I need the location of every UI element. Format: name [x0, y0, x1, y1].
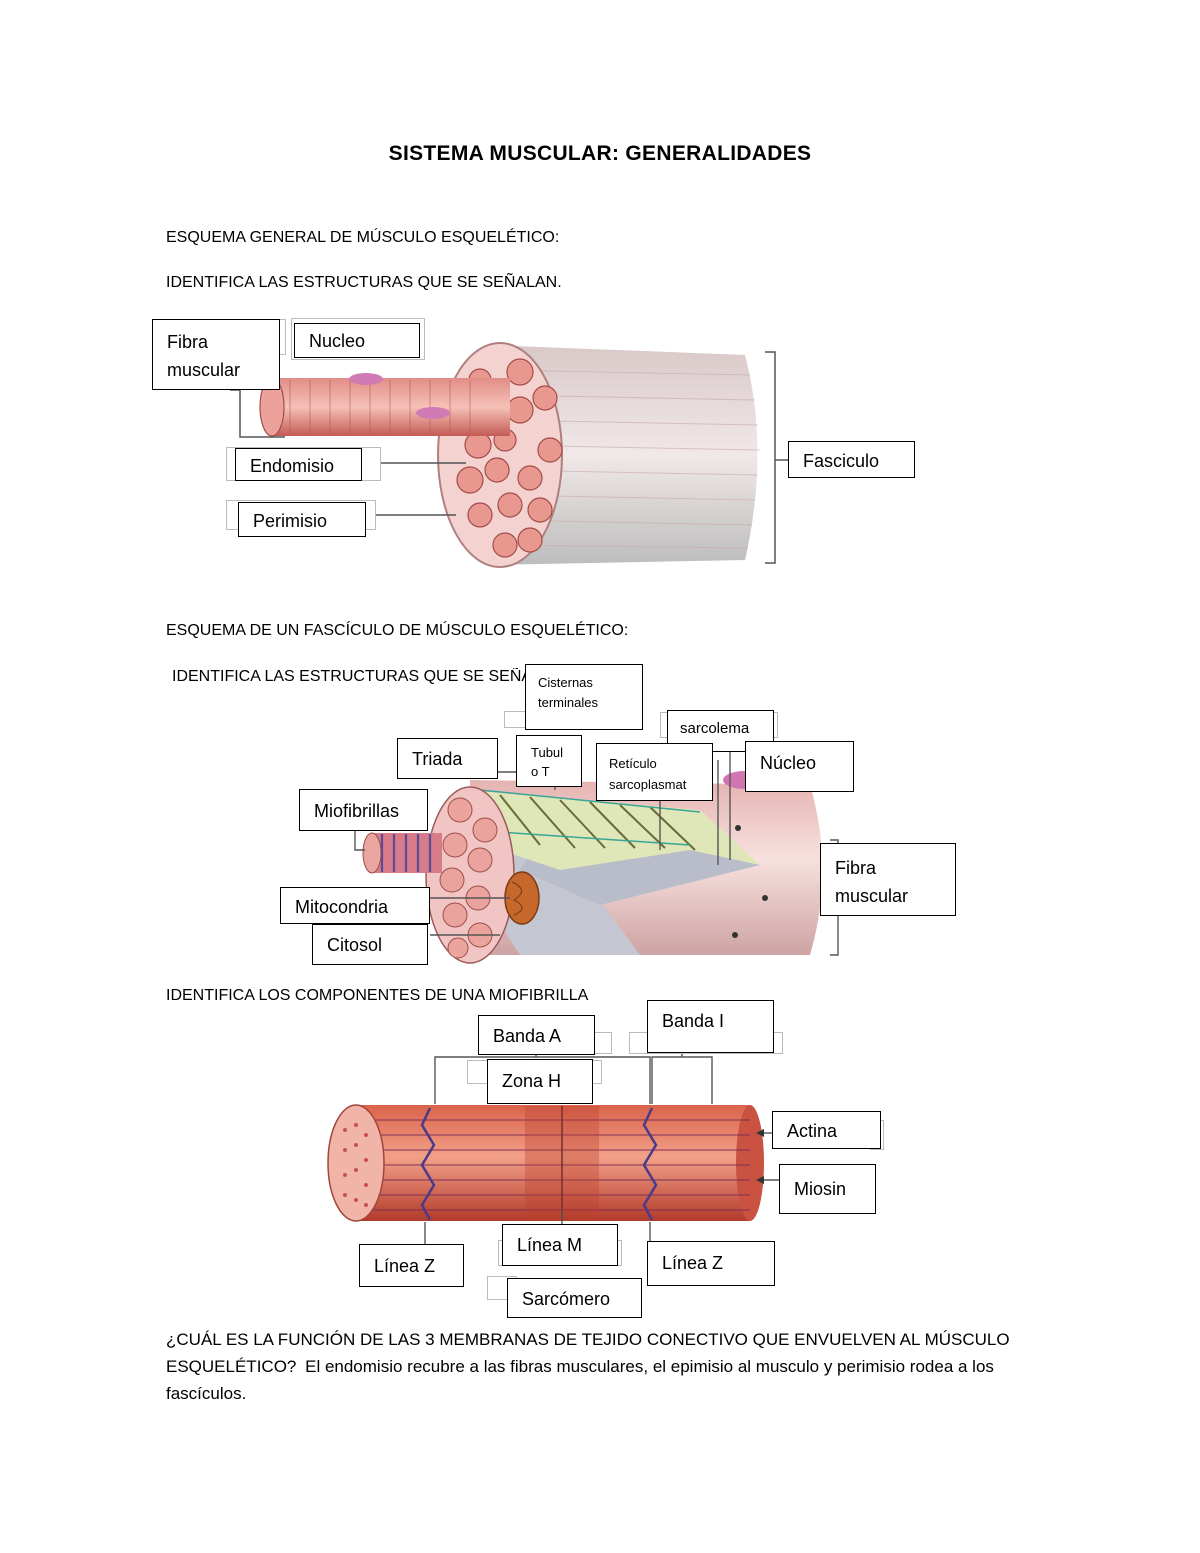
section2-heading: ESQUEMA DE UN FASCÍCULO DE MÚSCULO ESQUE… — [166, 622, 629, 639]
section3-heading: IDENTIFICA LOS COMPONENTES DE UNA MIOFIB… — [166, 987, 589, 1004]
label-fasciculo: Fasciculo — [788, 441, 915, 478]
label-actina: Actina — [772, 1111, 881, 1149]
label-nucleo-fibra: Núcleo — [745, 741, 854, 792]
label-banda-i: Banda I — [647, 1000, 774, 1053]
question-block: ¿CUÁL ES LA FUNCIÓN DE LAS 3 MEMBRANAS D… — [166, 1326, 1036, 1407]
label-banda-a: Banda A — [478, 1015, 595, 1055]
label-fibra-muscular: Fibra muscular — [152, 319, 280, 390]
label-linea-m: Línea M — [502, 1224, 618, 1266]
section1-instruction: IDENTIFICA LAS ESTRUCTURAS QUE SE SEÑALA… — [166, 274, 562, 291]
label-text: terminales — [538, 695, 598, 710]
label-text: muscular — [835, 886, 909, 906]
muscle-fascicle-illustration — [230, 342, 790, 568]
label-reticulo-sarcoplasmatico: Retículo sarcoplasmat — [596, 743, 713, 801]
label-text: sarcoplasmat — [609, 777, 687, 792]
muscle-fiber-illustration — [354, 750, 839, 964]
label-mitocondria: Mitocondria — [280, 887, 430, 924]
section1-heading: ESQUEMA GENERAL DE MÚSCULO ESQUELÉTICO: — [166, 229, 560, 246]
label-fibra-muscular-2: Fibra muscular — [820, 843, 956, 916]
label-text: Retículo — [609, 756, 657, 771]
label-endomisio: Endomisio — [235, 448, 362, 481]
label-linea-z-right: Línea Z — [647, 1241, 775, 1286]
label-placeholder — [594, 1032, 612, 1054]
page-title: SISTEMA MUSCULAR: GENERALIDADES — [388, 142, 812, 165]
question-text: ¿CUÁL ES LA FUNCIÓN DE LAS 3 MEMBRANAS D… — [166, 1330, 1010, 1376]
myofibril-illustration — [327, 1052, 780, 1244]
label-text: Fibra — [835, 858, 877, 878]
label-cisternas-terminales: Cisternas terminales — [525, 664, 643, 730]
label-text: Cisternas — [538, 675, 593, 690]
label-tubulo-t: Tubul o T — [516, 735, 582, 787]
label-sarcomero: Sarcómero — [507, 1278, 642, 1318]
answer-text: El endomisio recubre a las fibras muscul… — [166, 1357, 994, 1403]
label-triada: Triada — [397, 738, 498, 779]
label-text: o T — [531, 764, 550, 779]
label-miofibrillas: Miofibrillas — [299, 789, 428, 831]
label-text: muscular — [167, 360, 241, 380]
label-text: Fibra — [167, 332, 209, 352]
section2-instruction: IDENTIFICA LAS ESTRUCTURAS QUE SE SEÑALA… — [172, 668, 527, 685]
label-citosol: Citosol — [312, 924, 428, 965]
label-text: Tubul — [531, 745, 564, 760]
label-zona-h: Zona H — [487, 1059, 593, 1104]
label-linea-z-left: Línea Z — [359, 1244, 464, 1287]
label-nucleo: Nucleo — [294, 323, 420, 358]
label-miosin: Miosin — [779, 1164, 876, 1214]
label-perimisio: Perimisio — [238, 502, 366, 537]
